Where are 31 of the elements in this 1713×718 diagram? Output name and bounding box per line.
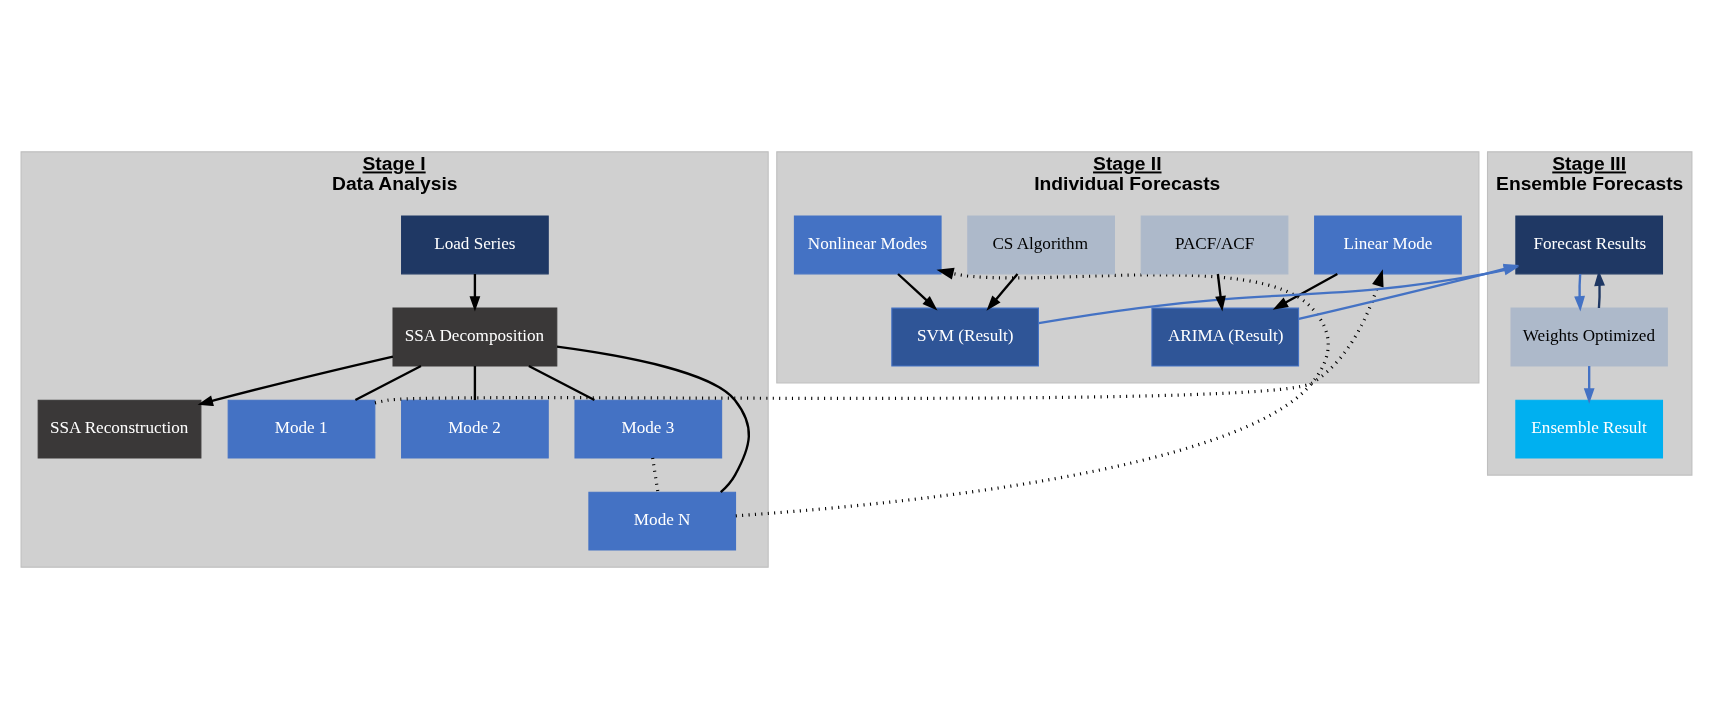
node-box: Load Series	[401, 215, 549, 274]
node-box: PACF/ACF	[1140, 215, 1289, 274]
connector	[473, 365, 477, 400]
node-box: SVM (Result)	[891, 307, 1039, 366]
arrow	[374, 268, 1384, 404]
node-box: Linear Mode	[1314, 215, 1462, 274]
node-box: Mode N	[588, 491, 737, 551]
arrow	[735, 267, 1330, 517]
node-box: Forecast Results	[1515, 215, 1664, 274]
arrow	[469, 273, 481, 312]
node-box: SSA Decomposition	[392, 307, 558, 366]
arrow	[197, 354, 394, 406]
arrow	[1215, 273, 1226, 312]
connector	[651, 457, 660, 492]
node-box: Mode 1	[227, 399, 376, 458]
connector	[528, 364, 595, 401]
node-box: SSA Reconstruction	[37, 399, 202, 458]
node-box: ARIMA (Result)	[1151, 307, 1300, 366]
arrow	[986, 272, 1019, 311]
arrow	[1574, 273, 1585, 312]
node-box: Ensemble Result	[1515, 399, 1664, 458]
connector	[354, 364, 422, 401]
node-box: Weights Optimized	[1510, 307, 1668, 366]
node-box: CS Algorithm	[967, 215, 1115, 274]
node-box: Mode 2	[401, 399, 549, 458]
connector	[556, 345, 750, 493]
arrow	[1272, 272, 1338, 310]
arrow	[1583, 365, 1595, 404]
node-box: Nonlinear Modes	[793, 215, 942, 274]
node-box: Mode 3	[574, 399, 723, 458]
arrow	[897, 272, 938, 310]
